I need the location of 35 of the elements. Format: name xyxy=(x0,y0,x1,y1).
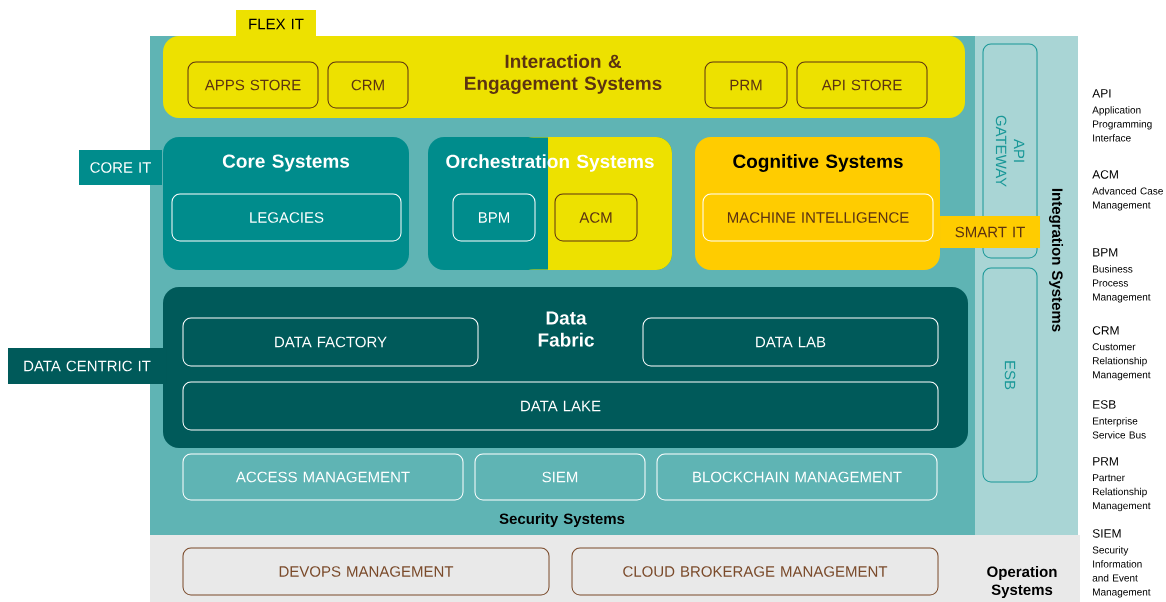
glossary-definition: Customer Relationship Management xyxy=(1092,343,1151,381)
module-box: CRM xyxy=(327,61,409,109)
module-box: APPS STORE xyxy=(187,61,319,109)
glossary-definition: Advanced Case Management xyxy=(1092,187,1163,211)
glossary-definition: Application Programming Interface xyxy=(1092,106,1152,142)
glossary-definition: Security Information and Event Management xyxy=(1092,546,1151,598)
glossary-term: ESB xyxy=(1093,400,1116,409)
module-box: PRM xyxy=(704,61,788,109)
module-box: DATA FACTORY xyxy=(182,317,479,367)
module-box: LEGACIES xyxy=(171,193,402,242)
module-box: ESB xyxy=(982,267,1038,483)
module-box: DATA LAB xyxy=(642,317,939,367)
tab-label: SMART IT xyxy=(940,216,1040,248)
module-box: BLOCKCHAIN MANAGEMENT xyxy=(656,453,938,501)
glossary-term: ACM xyxy=(1092,170,1118,179)
tab-label: DATA CENTRIC IT xyxy=(8,348,166,384)
tab-label: FLEX IT xyxy=(236,10,316,38)
glossary-definition: Business Process Management xyxy=(1093,265,1151,303)
module-box: BPM xyxy=(452,193,536,242)
glossary-definition: Enterprise Service Bus xyxy=(1092,417,1146,439)
tab-label: CORE IT xyxy=(79,150,162,185)
glossary-term: CRM xyxy=(1092,326,1119,335)
module-box: DEVOPS MANAGEMENT xyxy=(182,547,550,596)
glossary-term: BPM xyxy=(1093,248,1118,257)
module-box: DATA LAKE xyxy=(182,381,939,431)
module-box: API STORE xyxy=(796,61,928,109)
glossary-term: SIEM xyxy=(1092,529,1121,538)
glossary-term: API xyxy=(1092,89,1111,98)
glossary-term: PRM xyxy=(1093,457,1118,466)
module-box: ACM xyxy=(554,193,638,242)
module-box: CLOUD BROKERAGE MANAGEMENT xyxy=(571,547,939,596)
glossary-definition: Partner Relationship Management xyxy=(1093,474,1151,512)
module-box: SIEM xyxy=(474,453,646,501)
module-box: MACHINE INTELLIGENCE xyxy=(702,193,934,242)
module-box: ACCESS MANAGEMENT xyxy=(182,453,464,501)
